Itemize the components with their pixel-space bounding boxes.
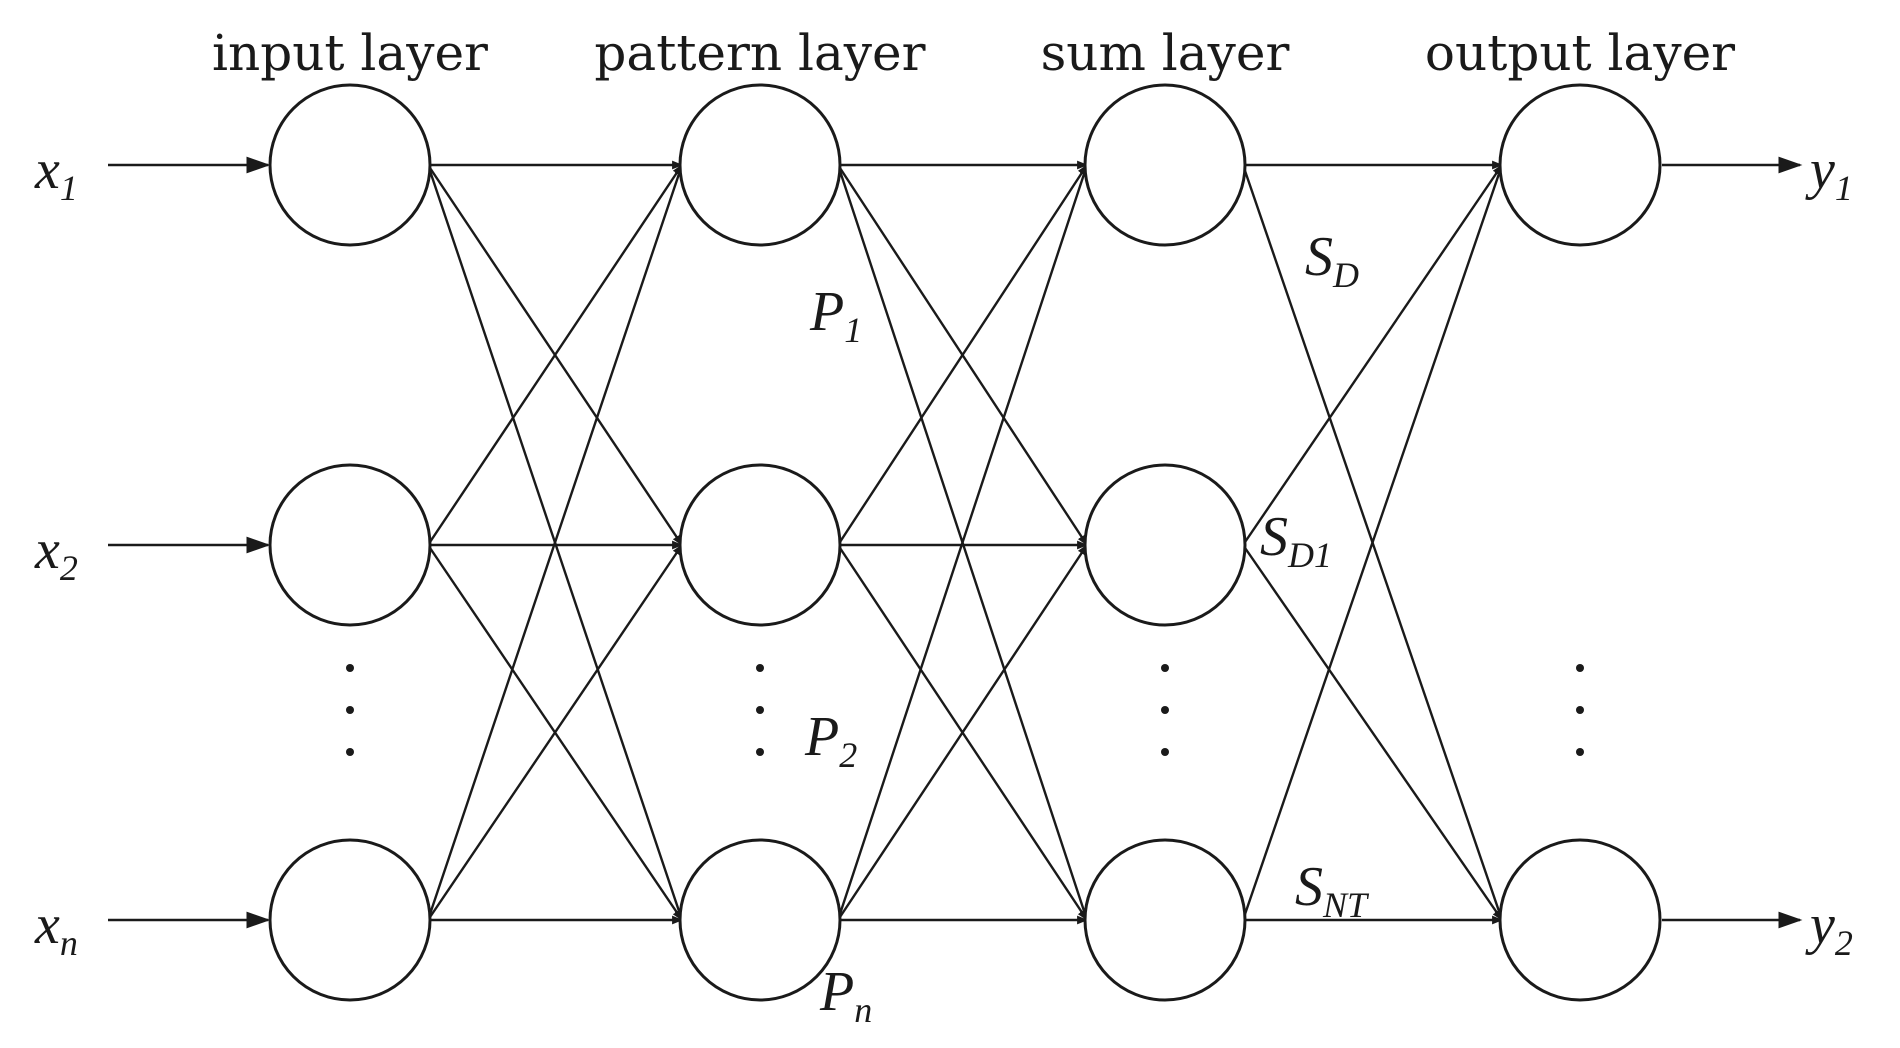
input-label-xn: xn xyxy=(34,894,78,963)
input-node-1 xyxy=(268,83,432,247)
sum-layer-title: sum layer xyxy=(1041,24,1290,82)
input-label-x2: x2 xyxy=(34,519,78,588)
sum-node-2 xyxy=(1083,463,1247,627)
sum-node-n xyxy=(1083,838,1247,1002)
edge-sum-2-to-output-1 xyxy=(1242,164,1503,546)
pattern-layer-ellipsis xyxy=(756,664,764,756)
output-layer-nodes xyxy=(1498,83,1662,1002)
output-layer-title: output layer xyxy=(1425,24,1735,82)
output-node-2 xyxy=(1498,838,1662,1002)
input-label-x1: x1 xyxy=(34,139,78,208)
sum-node-1 xyxy=(1083,83,1247,247)
pattern-node-n xyxy=(678,838,842,1002)
pattern-labels: P1 P2 Pn xyxy=(804,281,872,1030)
edge-sum-3-to-output-1 xyxy=(1241,163,1504,921)
pattern-node-1 xyxy=(678,83,842,247)
edge-pattern-3-to-sum-1 xyxy=(836,163,1089,921)
output-label-y2: y2 xyxy=(1805,894,1853,963)
pattern-label-pn: Pn xyxy=(819,961,872,1030)
sum-label-snt: SNT xyxy=(1295,856,1370,925)
sum-layer-nodes xyxy=(1083,83,1247,1002)
sum-label-sd1: SD1 xyxy=(1260,506,1332,575)
layer-titles: input layer pattern layer sum layer outp… xyxy=(212,24,1735,82)
io-arrows xyxy=(108,156,1803,929)
edge-input-3-to-pattern-2 xyxy=(427,544,683,921)
pattern-layer-title: pattern layer xyxy=(594,24,925,82)
sum-label-sd: SD xyxy=(1305,226,1359,295)
output-layer-ellipsis xyxy=(1576,664,1584,756)
input-node-n xyxy=(268,838,432,1002)
input-node-2 xyxy=(268,463,432,627)
output-labels: y1 y2 xyxy=(1805,139,1853,963)
edge-pattern-2-to-sum-1 xyxy=(836,164,1089,546)
edge-input-3-to-pattern-1 xyxy=(426,163,684,921)
input-layer-ellipsis xyxy=(346,664,354,756)
edge-sum-2-to-output-2 xyxy=(1242,544,1503,921)
output-node-1 xyxy=(1498,83,1662,247)
output-label-y1: y1 xyxy=(1805,139,1853,208)
input-labels: x1 x2 xn xyxy=(34,139,78,963)
connection-edges xyxy=(426,160,1504,925)
ellipsis-markers xyxy=(346,664,1584,756)
edge-pattern-3-to-sum-2 xyxy=(837,544,1088,921)
pattern-layer-nodes xyxy=(678,83,842,1002)
sum-layer-ellipsis xyxy=(1161,664,1169,756)
sum-labels: SD SD1 SNT xyxy=(1260,226,1370,925)
pattern-label-p2: P2 xyxy=(804,706,857,775)
input-layer-nodes xyxy=(268,83,432,1002)
pattern-node-2 xyxy=(678,463,842,627)
edge-input-2-to-pattern-1 xyxy=(427,164,683,546)
input-layer-title: input layer xyxy=(212,24,488,82)
pattern-label-p1: P1 xyxy=(809,281,862,350)
